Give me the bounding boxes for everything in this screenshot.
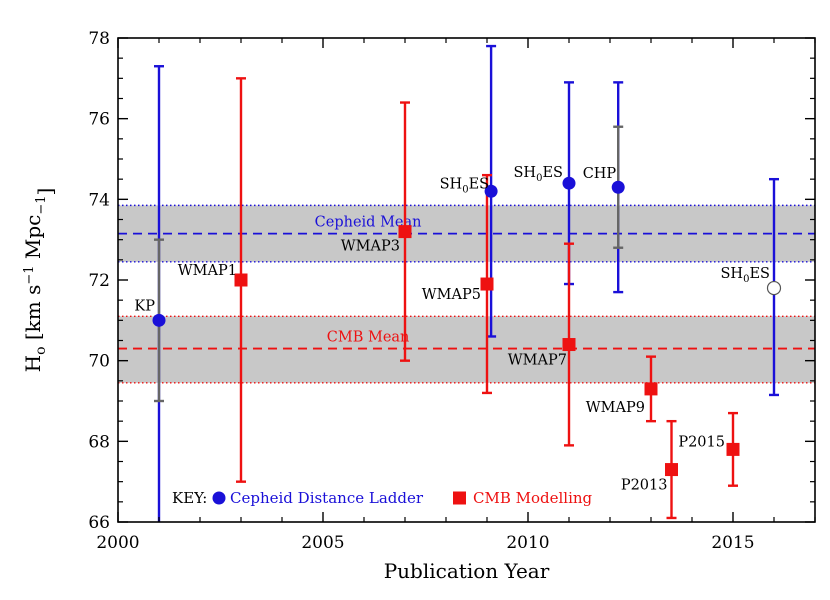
- marker-0-2: [562, 176, 576, 190]
- ytick-label-4: 74: [88, 190, 110, 210]
- point-label-1-2: WMAP5: [422, 287, 481, 303]
- xtick-label-0: 2000: [96, 533, 139, 553]
- x-axis-title: Publication Year: [384, 559, 550, 583]
- ytick-label-0: 66: [88, 513, 110, 533]
- error-bars: [154, 44, 779, 522]
- point-label-0-2: SH0ES: [514, 165, 564, 184]
- ytick-label-5: 76: [88, 110, 110, 130]
- point-label-1-1: WMAP3: [341, 239, 400, 255]
- xtick-label-2: 2010: [506, 533, 549, 553]
- point-label-1-4: WMAP9: [586, 400, 645, 416]
- axes: 2000 2005 2010 2015 66 68 70 72 74 76 78Publicatio…: [21, 29, 816, 583]
- y-axis-title: Ho [km s−1 Mpc−1]: [21, 188, 57, 373]
- point-label-1-5: P2013: [621, 478, 668, 494]
- point-label-0-1: SH0ES: [440, 176, 489, 195]
- band-label-1: CMB Mean: [327, 330, 410, 346]
- marker-0-1: [484, 184, 498, 198]
- xtick-label-1: 2005: [301, 533, 344, 553]
- marker-1-1: [398, 225, 412, 239]
- band-1: [118, 316, 815, 383]
- key-square-marker: [453, 491, 466, 505]
- key-item-cepheid: Cepheid Distance Ladder: [230, 489, 424, 507]
- key-item-cmb: CMB Modelling: [473, 489, 593, 507]
- marker-1-6: [726, 442, 740, 456]
- xtick-label-3: 2015: [711, 533, 754, 553]
- marker-0-3: [611, 180, 625, 194]
- marker-1-0: [234, 273, 248, 287]
- marker-1-4: [644, 382, 658, 396]
- key-circle-marker: [212, 491, 226, 505]
- chart-key: KEY: Cepheid Distance Ladder CMB Modelling: [172, 489, 593, 507]
- ytick-label-3: 72: [88, 271, 110, 291]
- point-label-1-0: WMAP1: [178, 263, 237, 279]
- point-label-1-6: P2015: [678, 434, 725, 450]
- point-label-0-0: KP: [134, 298, 155, 314]
- marker-1-5: [665, 463, 678, 477]
- ytick-label-2: 70: [88, 352, 110, 372]
- ytick-label-1: 68: [88, 432, 110, 452]
- marker-1-2: [480, 277, 494, 291]
- point-label-1-3: WMAP7: [508, 353, 567, 369]
- marker-0-0: [152, 313, 166, 327]
- ytick-label-6: 78: [88, 29, 110, 49]
- point-label-0-3: CHP: [583, 166, 617, 182]
- marker-1-3: [562, 338, 576, 352]
- point-labels: KP SH0ES SH0ES CHP SH0ES WMAP1 WMAP3WMAP5WMAP7…: [134, 165, 770, 493]
- marker-0-4: [766, 280, 782, 296]
- band-label-0: Cepheid Mean: [315, 215, 422, 231]
- point-label-0-4: SH0ES: [721, 266, 771, 285]
- key-prefix: KEY:: [172, 489, 207, 507]
- data-markers: [152, 176, 782, 477]
